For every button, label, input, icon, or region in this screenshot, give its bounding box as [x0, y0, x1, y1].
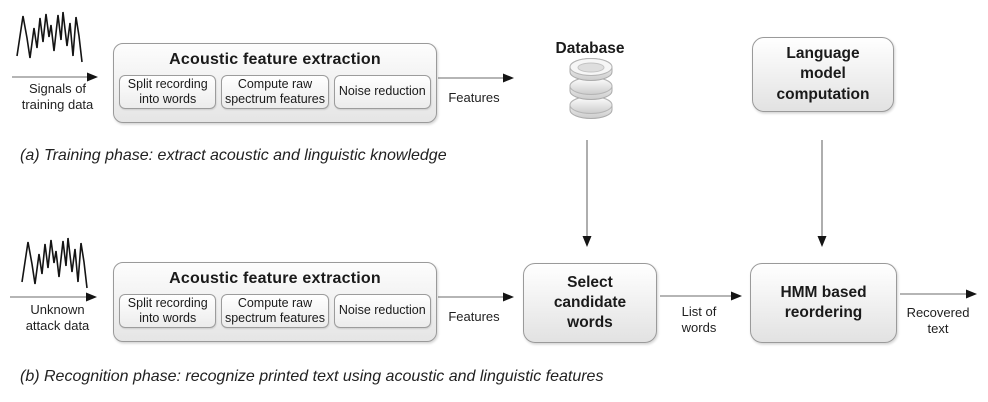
input-label-training: Signals of training data	[21, 81, 94, 112]
features-label-a: Features	[448, 90, 500, 105]
arrow-features-a	[438, 73, 514, 83]
waveform-icon	[16, 11, 83, 63]
waveform-icon	[21, 237, 88, 289]
database-label: Database	[555, 40, 625, 57]
recovered-text-label: Recovered text	[906, 305, 970, 336]
features-label-b: Features	[448, 309, 500, 324]
acoustic-box-title: Acoustic feature extraction	[169, 51, 381, 68]
arrow-language-model-to-hmm	[817, 140, 827, 247]
acoustic-box-steps: Split recording into words Compute raw s…	[114, 294, 436, 328]
step-noise-reduction: Noise reduction	[333, 75, 431, 109]
database-icon	[569, 58, 613, 119]
arrow-hmm-output	[900, 289, 977, 299]
arrow-input-b	[10, 292, 97, 302]
step-noise-reduction: Noise reduction	[333, 294, 431, 328]
acoustic-box-title: Acoustic feature extraction	[169, 270, 381, 287]
language-model-computation-box: Language model computation	[752, 37, 894, 112]
input-label-attack: Unknown attack data	[25, 302, 90, 333]
caption-training-phase: (a) Training phase: extract acoustic and…	[20, 147, 447, 164]
arrow-database-to-select	[582, 140, 592, 247]
acoustic-feature-extraction-box-a: Acoustic feature extraction Split record…	[113, 43, 437, 123]
step-split-recording: Split recording into words	[119, 75, 217, 109]
hmm-based-reordering-box: HMM based reordering	[750, 263, 897, 343]
acoustic-feature-extraction-box-b: Acoustic feature extraction Split record…	[113, 262, 437, 342]
acoustic-box-steps: Split recording into words Compute raw s…	[114, 75, 436, 109]
caption-recognition-phase: (b) Recognition phase: recognize printed…	[20, 368, 604, 385]
step-compute-spectrum: Compute raw spectrum features	[221, 75, 329, 109]
select-candidate-words-box: Select candidate words	[523, 263, 657, 343]
list-of-words-label: List of words	[681, 304, 717, 335]
arrow-select-to-hmm	[660, 291, 742, 301]
arrow-features-b	[438, 292, 514, 302]
step-compute-spectrum: Compute raw spectrum features	[221, 294, 329, 328]
step-split-recording: Split recording into words	[119, 294, 217, 328]
